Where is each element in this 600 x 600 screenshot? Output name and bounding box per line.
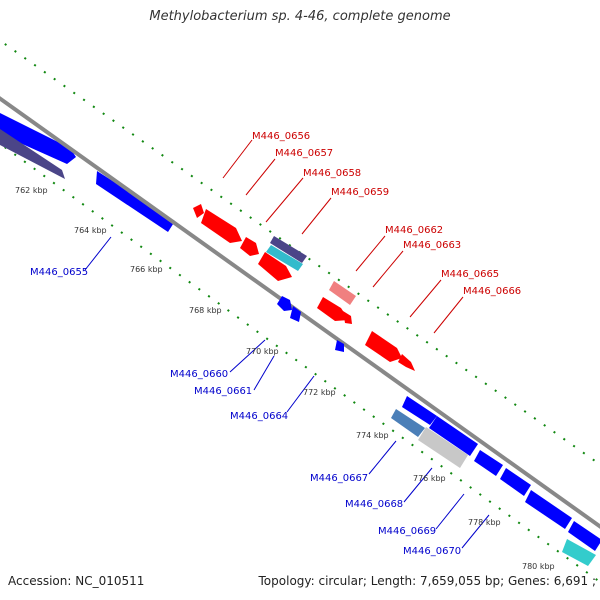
- gene-label: M446_0664: [230, 411, 288, 422]
- gene-block: [290, 306, 301, 322]
- inner-dotted-track: [0, 142, 600, 583]
- gene-block: [0, 129, 65, 179]
- gene-label: M446_0666: [463, 286, 521, 297]
- gene-block: [402, 396, 437, 425]
- reverse-label-leaders: [84, 236, 490, 549]
- gene-label: M446_0669: [378, 526, 436, 537]
- leader-line: [245, 158, 276, 196]
- accession-text: Accession: NC_010511: [8, 574, 145, 588]
- gene-block: [525, 490, 572, 529]
- gene-block: [568, 521, 600, 551]
- leader-line: [355, 235, 386, 272]
- dotted-tracks: [0, 39, 600, 583]
- gene-block: [418, 427, 468, 468]
- gene-block: [365, 331, 402, 362]
- gene-block: [343, 311, 352, 324]
- genome-info-text: Topology: circular; Length: 7,659,055 bp…: [258, 574, 596, 588]
- gene-block: [193, 204, 204, 218]
- map-title: Methylobacterium sp. 4-46, complete geno…: [149, 9, 451, 24]
- leader-line: [222, 139, 253, 179]
- gene-block: [240, 237, 259, 256]
- gene-block: [329, 281, 356, 305]
- tick-label: 768 kbp: [189, 306, 222, 315]
- tick-label: 762 kbp: [15, 186, 48, 195]
- tick-label: 766 kbp: [130, 265, 163, 274]
- gene-label: M446_0662: [385, 225, 443, 236]
- tick-label: 776 kbp: [413, 474, 446, 483]
- gene-block: [317, 297, 349, 321]
- gene-block: [201, 209, 242, 243]
- gene-block: [335, 340, 344, 352]
- reverse-strand-inner: [277, 296, 596, 566]
- leader-line: [286, 375, 315, 413]
- gene-label: M446_0657: [275, 148, 333, 159]
- leader-line: [461, 514, 490, 549]
- leader-line: [84, 236, 112, 271]
- gene-block: [277, 296, 292, 311]
- leader-line: [253, 355, 275, 391]
- tick-label: 774 kbp: [356, 431, 389, 440]
- tick-label: 772 kbp: [303, 388, 336, 397]
- reverse-strand-top: [0, 113, 600, 551]
- reverse-gene-labels: M446_0655 M446_0660 M446_0661 M446_0664 …: [30, 267, 461, 557]
- gene-block: [96, 171, 175, 232]
- leader-line: [301, 197, 332, 235]
- forward-gene-labels: M446_0656 M446_0657 M446_0658 M446_0659 …: [252, 131, 521, 297]
- gene-label: M446_0656: [252, 131, 310, 142]
- gene-block: [258, 252, 292, 281]
- gene-block: [391, 409, 425, 437]
- gene-block: [398, 354, 415, 371]
- tick-label: 780 kbp: [522, 562, 555, 571]
- gene-block: [562, 539, 596, 566]
- leader-line: [435, 493, 465, 530]
- leader-line: [372, 250, 404, 288]
- gene-label: M446_0665: [441, 269, 499, 280]
- leader-line: [265, 177, 304, 223]
- leader-line: [409, 279, 442, 318]
- gene-label: M446_0668: [345, 499, 403, 510]
- gene-label: M446_0655: [30, 267, 88, 278]
- leader-line: [403, 467, 433, 503]
- forward-strand: [193, 204, 415, 371]
- gene-label: M446_0661: [194, 386, 252, 397]
- gene-label: M446_0658: [303, 168, 361, 179]
- gene-block: [270, 236, 307, 263]
- tick-labels: 762 kbp 764 kbp 766 kbp 768 kbp 770 kbp …: [15, 186, 555, 571]
- gene-block: [0, 113, 76, 164]
- leader-line: [368, 440, 397, 475]
- gene-label: M446_0667: [310, 473, 368, 484]
- leader-line: [229, 339, 266, 373]
- leader-line: [433, 296, 464, 334]
- gene-label: M446_0670: [403, 546, 461, 557]
- gene-label: M446_0660: [170, 369, 228, 380]
- gene-label: M446_0663: [403, 240, 461, 251]
- gene-block: [500, 468, 531, 496]
- gene-label: M446_0659: [331, 187, 389, 198]
- gene-block: [266, 245, 303, 271]
- tick-label: 764 kbp: [74, 226, 107, 235]
- gene-block: [474, 450, 503, 476]
- tick-label: 770 kbp: [246, 347, 279, 356]
- forward-label-leaders: [222, 139, 464, 334]
- tick-label: 778 kbp: [468, 518, 501, 527]
- gene-block: [429, 416, 478, 456]
